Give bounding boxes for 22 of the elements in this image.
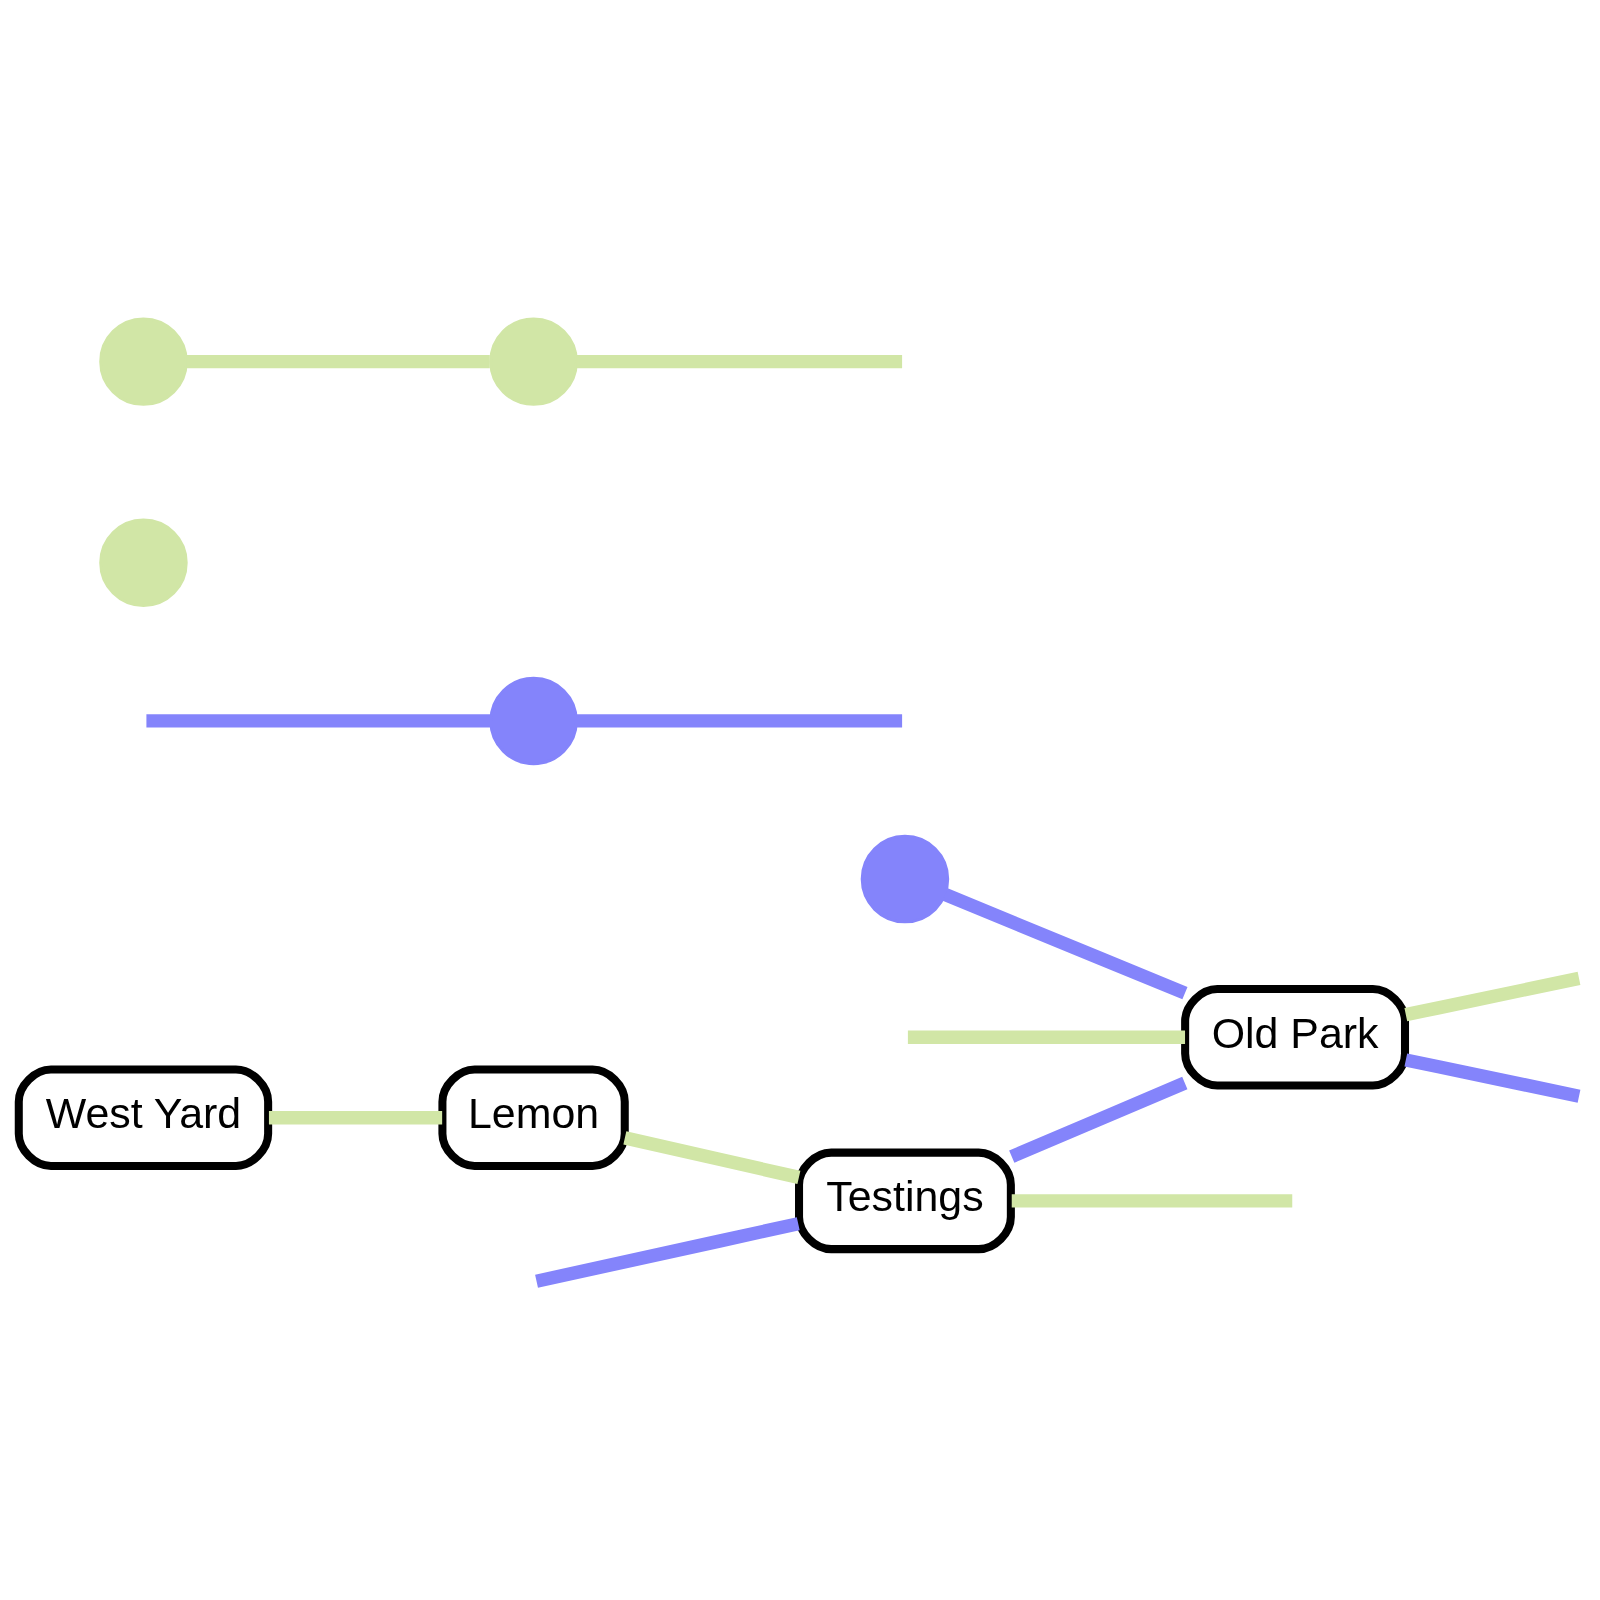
- connector: [268, 1110, 443, 1124]
- connector: [942, 887, 1188, 999]
- connector: [1404, 1052, 1581, 1103]
- node-circle: [489, 316, 578, 406]
- node-circle: [99, 518, 188, 607]
- connector: [146, 713, 491, 728]
- connector: [1011, 1193, 1293, 1208]
- connector: [186, 354, 490, 368]
- node-box: Lemon: [438, 1064, 629, 1170]
- connector: [1009, 1076, 1188, 1163]
- node-box: West Yard: [14, 1064, 273, 1170]
- connector: [1404, 971, 1581, 1021]
- node-circle: [99, 316, 188, 406]
- node-box: Testings: [795, 1148, 1015, 1253]
- connector: [576, 354, 903, 368]
- node-circle: [860, 834, 950, 923]
- connector: [576, 713, 903, 728]
- node-box: Old Park: [1181, 984, 1410, 1090]
- connector: [907, 1030, 1186, 1044]
- node-circle: [489, 676, 578, 765]
- connector: [535, 1216, 800, 1288]
- connector: [623, 1130, 801, 1184]
